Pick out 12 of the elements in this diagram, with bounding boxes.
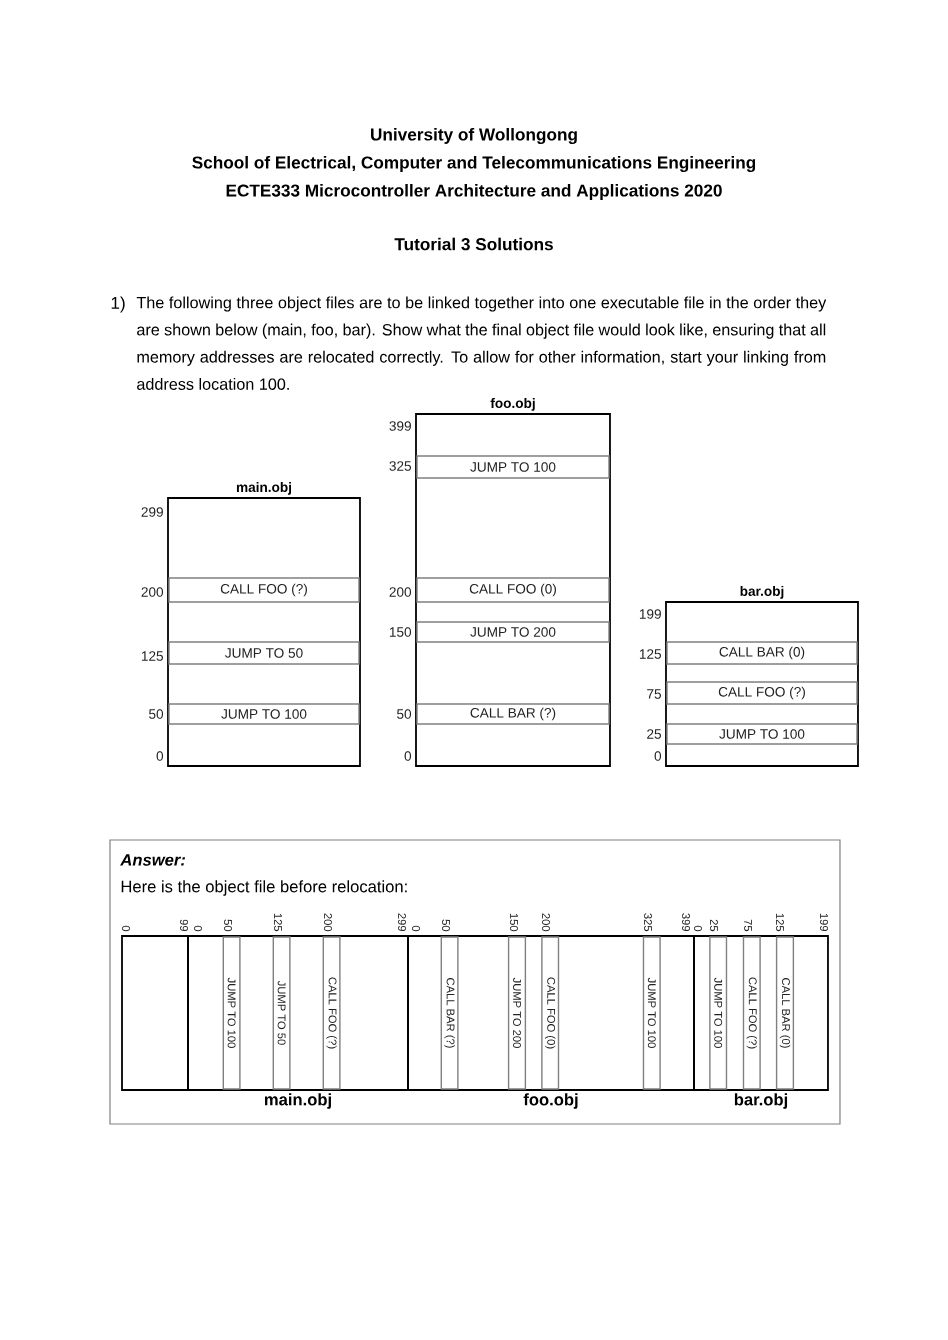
heading: ECTE333 Microcontroller Architecture and Applications 2020 [226, 184, 722, 201]
answer-text: Here is the object file before relocation: [121, 880, 407, 896]
section-title: foo.obj [523, 1093, 578, 1109]
heading: University of Wollongong [371, 127, 577, 145]
heading: School of Electrical, Computer and Telecommunications Engineering [192, 155, 756, 173]
section-title: bar.obj [734, 1093, 788, 1109]
heading: Tutorial 3 Solutions [394, 237, 553, 251]
question-number: 1) [111, 296, 125, 313]
question-text: The following three object files are to be linked together into one executable file in the order they are shown below (main, foo, bar). Show what the final object file would look like, ensuring that all memory addresses are relocated correctly. To allow for other information, start your linking from address location 100. [136, 296, 827, 390]
empty-block [121, 935, 189, 1091]
answer-heading: Answer: [120, 854, 186, 866]
section-title: main.obj [264, 1093, 331, 1109]
